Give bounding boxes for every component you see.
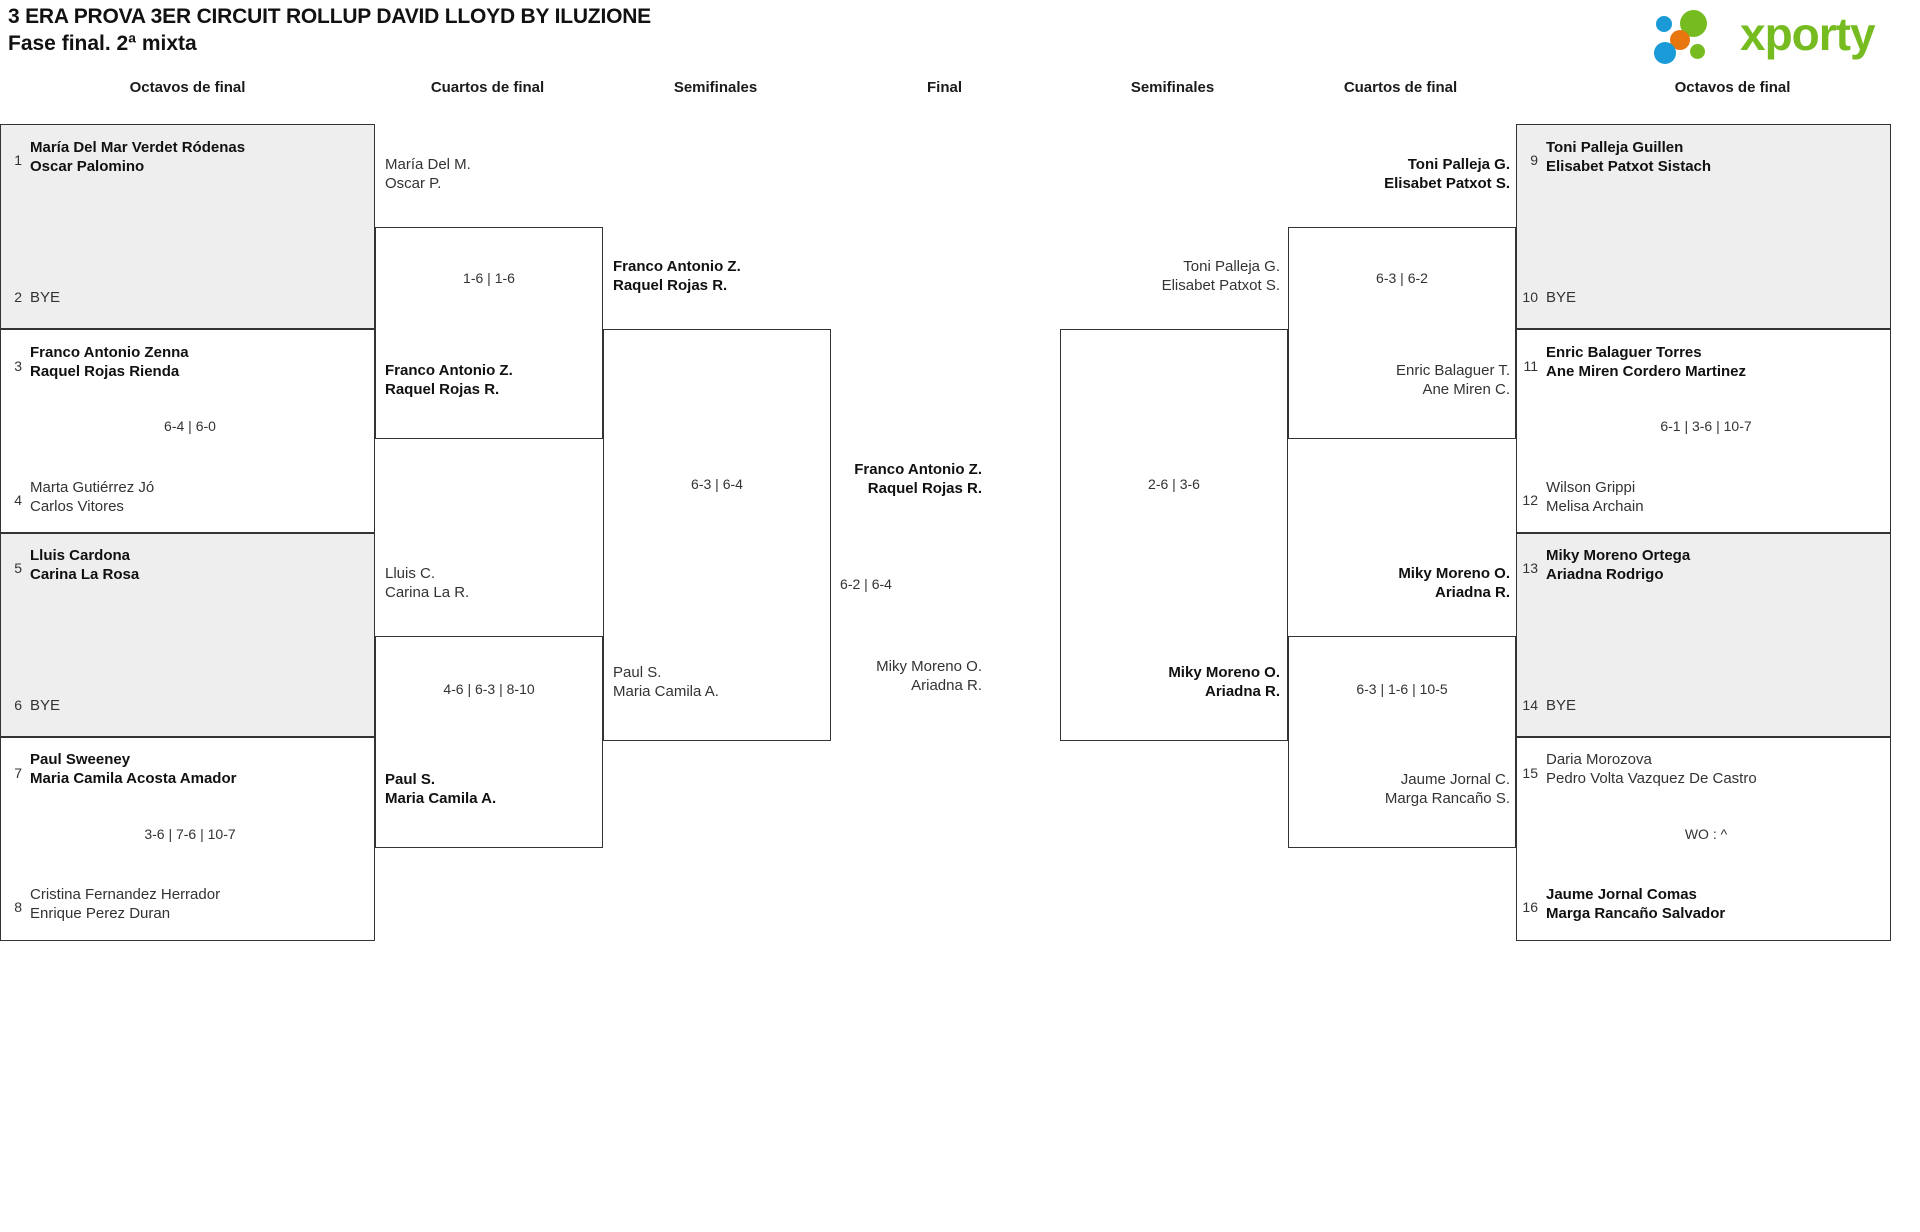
team-names-seed-14: BYE — [1546, 697, 1577, 714]
team-names-seed-10: BYE — [1546, 289, 1577, 306]
xporty-logo[interactable]: xporty — [1654, 6, 1904, 64]
connector-right-qf-1 — [1288, 227, 1516, 439]
match-score-final: 6-2 | 6-4 — [840, 576, 892, 592]
title-block: 3 ERA PROVA 3ER CIRCUIT ROLLUP DAVID LLO… — [8, 4, 651, 58]
match-score-right-r16-4: WO : ^ — [1684, 826, 1728, 842]
team-names-seed-5: Lluis Cardona Carina La Rosa — [30, 547, 140, 583]
seed-number-15: 15 — [1522, 765, 1538, 781]
seed-number-10: 10 — [1522, 289, 1538, 305]
seed-number-14: 14 — [1522, 697, 1538, 713]
bracket-slot-right-r16-1[interactable] — [1516, 124, 1891, 329]
team-names-right-qf-2-bottom: Jaume Jornal C. Marga Rancaño S. — [1384, 771, 1510, 807]
team-names-seed-1: María Del Mar Verdet Ródenas Oscar Palom… — [30, 139, 246, 175]
connector-left-qf-1 — [375, 227, 603, 439]
round-label-left-r16: Octavos de final — [129, 79, 246, 96]
bracket-slot-right-r16-3[interactable] — [1516, 533, 1891, 737]
team-names-right-qf-2-top: Miky Moreno O. Ariadna R. — [1398, 565, 1510, 601]
team-names-left-qf-1-top: María Del M. Oscar P. — [385, 156, 471, 192]
match-score-left-r16-2: 6-4 | 6-0 — [164, 418, 216, 434]
match-score-left-qf-1: 1-6 | 1-6 — [463, 270, 515, 286]
team-names-seed-3: Franco Antonio Zenna Raquel Rojas Rienda — [30, 344, 189, 380]
bracket-slot-left-r16-1[interactable] — [0, 124, 375, 329]
round-label-right-qf: Cuartos de final — [1343, 79, 1458, 96]
seed-number-6: 6 — [14, 697, 22, 713]
seed-number-11: 11 — [1523, 358, 1538, 374]
team-names-seed-4: Marta Gutiérrez Jó Carlos Vitores — [30, 479, 155, 515]
team-names-seed-8: Cristina Fernandez Herrador Enrique Pere… — [30, 886, 221, 922]
team-names-final-bottom: Miky Moreno O. Ariadna R. — [876, 658, 982, 694]
team-names-seed-15: Daria Morozova Pedro Volta Vazquez De Ca… — [1546, 751, 1757, 787]
team-names-left-qf-1-bottom: Franco Antonio Z. Raquel Rojas R. — [385, 362, 513, 398]
round-label-left-sf: Semifinales — [673, 79, 758, 96]
team-names-seed-12: Wilson Grippi Melisa Archain — [1546, 479, 1644, 515]
match-score-right-qf-1: 6-3 | 6-2 — [1376, 270, 1428, 286]
bracket-slot-left-r16-3[interactable] — [0, 533, 375, 737]
team-names-seed-11: Enric Balaguer Torres Ane Miren Cordero … — [1546, 344, 1747, 380]
round-label-left-qf: Cuartos de final — [430, 79, 545, 96]
team-names-right-sf-bottom: Miky Moreno O. Ariadna R. — [1168, 664, 1280, 700]
team-names-final-top: Franco Antonio Z. Raquel Rojas R. — [854, 461, 982, 497]
seed-number-7: 7 — [14, 765, 22, 781]
logo-dot-blue-large — [1654, 42, 1676, 64]
team-names-right-sf-top: Toni Palleja G. Elisabet Patxot S. — [1161, 258, 1280, 294]
seed-number-13: 13 — [1522, 560, 1538, 576]
match-score-right-sf: 2-6 | 3-6 — [1148, 476, 1200, 492]
seed-number-5: 5 — [14, 560, 22, 576]
logo-dot-orange — [1670, 30, 1690, 50]
match-score-left-r16-4: 3-6 | 7-6 | 10-7 — [144, 826, 236, 842]
team-names-left-qf-2-bottom: Paul S. Maria Camila A. — [385, 771, 497, 807]
seed-number-3: 3 — [14, 358, 22, 374]
seed-number-8: 8 — [14, 899, 22, 915]
team-names-seed-9: Toni Palleja Guillen Elisabet Patxot Sis… — [1546, 139, 1712, 175]
connector-right-sf — [1060, 329, 1288, 741]
brand-wordmark: xporty — [1740, 8, 1876, 60]
team-names-right-qf-1-bottom: Enric Balaguer T. Ane Miren C. — [1396, 362, 1510, 398]
match-score-left-qf-2: 4-6 | 6-3 | 8-10 — [443, 681, 535, 697]
page-header: 3 ERA PROVA 3ER CIRCUIT ROLLUP DAVID LLO… — [0, 0, 1920, 74]
page-title: 3 ERA PROVA 3ER CIRCUIT ROLLUP DAVID LLO… — [8, 5, 651, 28]
team-names-left-sf-bottom: Paul S. Maria Camila A. — [613, 664, 719, 700]
team-names-right-qf-1-top: Toni Palleja G. Elisabet Patxot S. — [1384, 156, 1510, 192]
team-names-seed-7: Paul Sweeney Maria Camila Acosta Amador — [30, 751, 237, 787]
bracket-slot-left-r16-4[interactable] — [0, 737, 375, 941]
seed-number-4: 4 — [14, 492, 22, 508]
team-names-seed-16: Jaume Jornal Comas Marga Rancaño Salvado… — [1546, 886, 1726, 922]
seed-number-9: 9 — [1530, 152, 1538, 168]
tournament-phase: Fase final. 2ª mixta — [8, 32, 197, 55]
bracket-slot-right-r16-2[interactable] — [1516, 329, 1891, 533]
seed-number-1: 1 — [14, 152, 22, 168]
round-label-right-sf: Semifinales — [1130, 79, 1215, 96]
match-score-right-r16-2: 6-1 | 3-6 | 10-7 — [1660, 418, 1752, 434]
connector-right-qf-2 — [1288, 636, 1516, 848]
match-score-left-sf: 6-3 | 6-4 — [691, 476, 743, 492]
team-names-seed-6: BYE — [30, 697, 61, 714]
logo-dot-green-small — [1690, 44, 1705, 59]
connector-left-sf — [603, 329, 831, 741]
bracket-slot-right-r16-4[interactable] — [1516, 737, 1891, 941]
logo-dot-blue-small — [1656, 16, 1672, 32]
round-label-right-r16: Octavos de final — [1674, 79, 1791, 96]
team-names-left-sf-top: Franco Antonio Z. Raquel Rojas R. — [613, 258, 741, 294]
team-names-seed-13: Miky Moreno Ortega Ariadna Rodrigo — [1546, 547, 1691, 583]
team-names-seed-2: BYE — [30, 289, 61, 306]
round-label-final: Final — [926, 79, 962, 96]
seed-number-16: 16 — [1522, 899, 1538, 915]
bracket-slot-left-r16-2[interactable] — [0, 329, 375, 533]
team-names-left-qf-2-top: Lluis C. Carina La R. — [385, 565, 470, 601]
seed-number-2: 2 — [14, 289, 22, 305]
connector-left-qf-2 — [375, 636, 603, 848]
seed-number-12: 12 — [1522, 492, 1538, 508]
match-score-right-qf-2: 6-3 | 1-6 | 10-5 — [1356, 681, 1448, 697]
